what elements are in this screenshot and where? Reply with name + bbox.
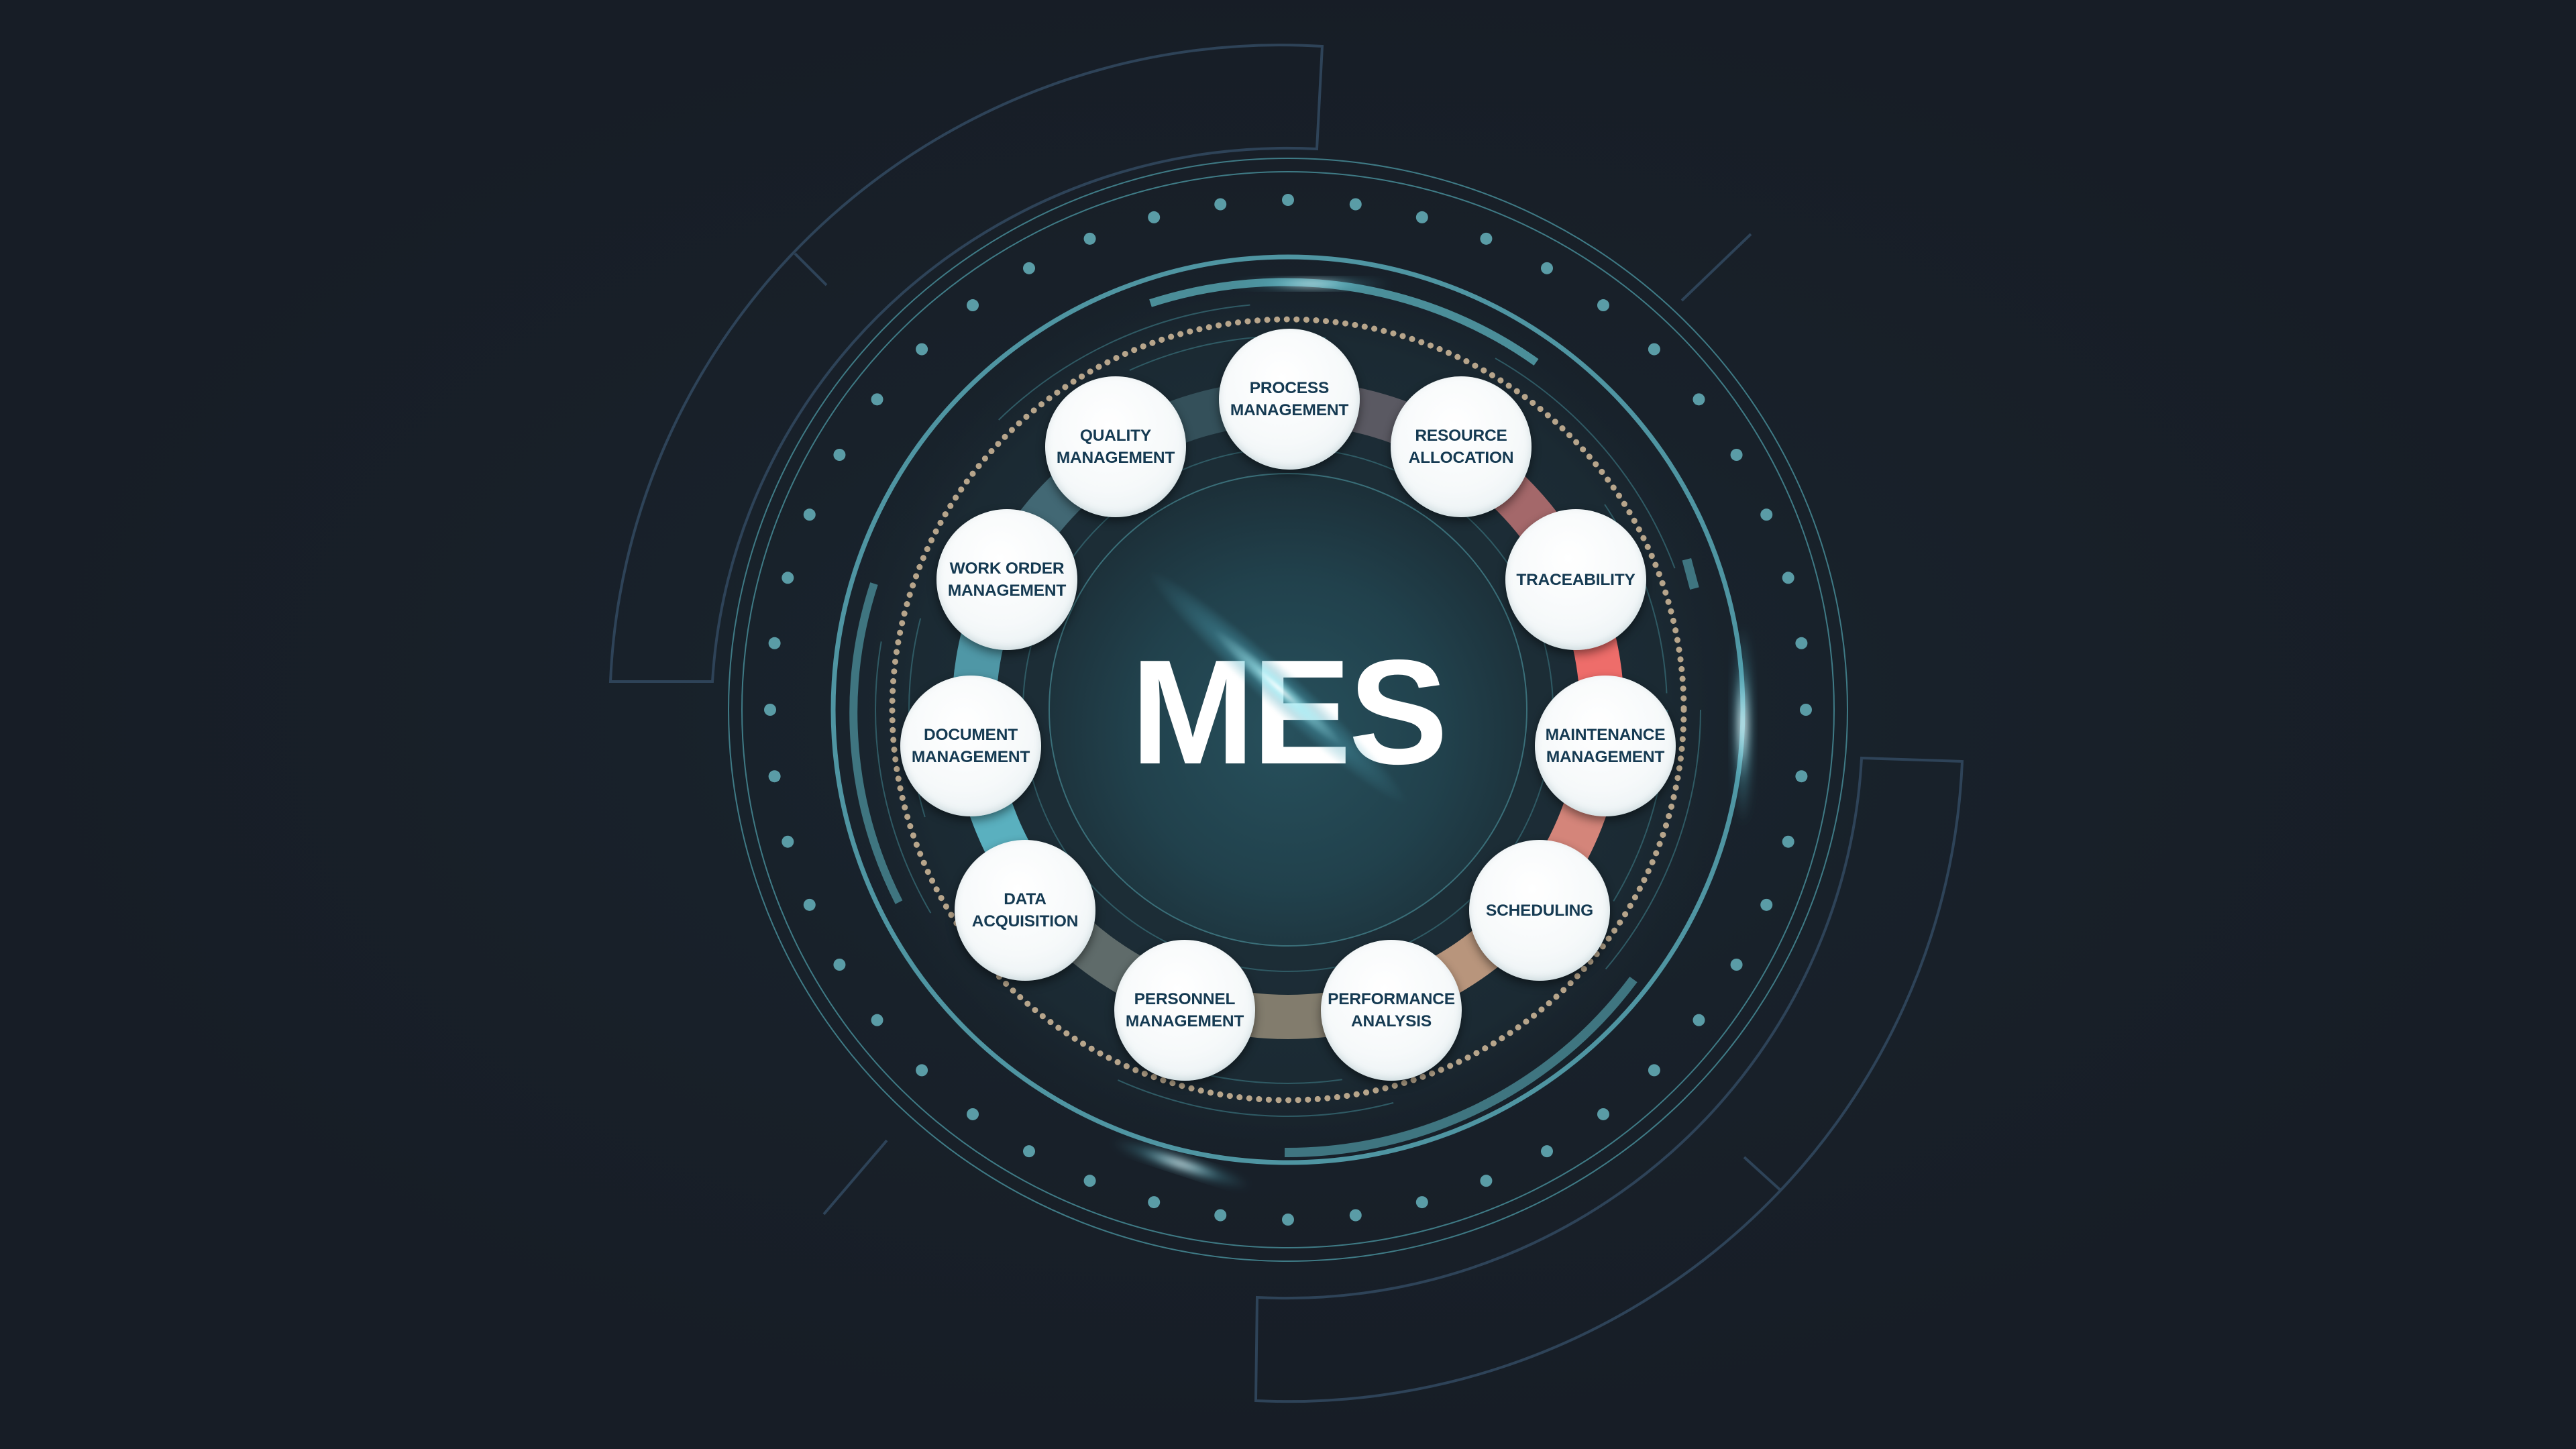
module-label: WORK ORDER MANAGEMENT: [947, 559, 1067, 600]
teal-dot: [1782, 572, 1794, 584]
module-label: DATA ACQUISITION: [971, 890, 1079, 930]
teal-dot: [1349, 1209, 1362, 1222]
teal-dot: [916, 1064, 928, 1077]
module-label: PERFORMANCE ANALYSIS: [1328, 990, 1455, 1030]
teal-dot: [1693, 393, 1705, 406]
teal-dot: [1480, 1175, 1493, 1187]
accent-arc-top-glow: [1231, 277, 1392, 290]
teal-dot: [1148, 1196, 1161, 1209]
module-label: PERSONNEL MANAGEMENT: [1125, 990, 1244, 1030]
accent-tick-right: [1682, 557, 1699, 590]
module-node-resource-allocation[interactable]: RESOURCE ALLOCATION: [1391, 376, 1532, 517]
teal-dot: [1800, 704, 1812, 716]
teal-dot: [1083, 1175, 1096, 1187]
teal-dot: [1541, 1145, 1553, 1158]
teal-dot: [1730, 449, 1743, 461]
teal-dot: [1795, 637, 1808, 649]
teal-dot: [1023, 1145, 1035, 1158]
teal-dot: [833, 449, 846, 461]
teal-dot: [1760, 508, 1773, 521]
teal-dot: [1541, 262, 1553, 274]
ring-glow-bottom: [1110, 1139, 1251, 1189]
teal-dot: [1282, 1214, 1294, 1226]
teal-dot: [1083, 232, 1096, 245]
module-node-maintenance-management[interactable]: MAINTENANCE MANAGEMENT: [1535, 676, 1676, 816]
accent-arc-left: [849, 582, 903, 904]
ring-glow-right: [1731, 624, 1755, 825]
thin-ring-dotted-outer: [875, 303, 1701, 1117]
teal-dot: [768, 637, 781, 649]
teal-dot: [1349, 198, 1362, 211]
module-label: SCHEDULING: [1486, 901, 1593, 920]
module-node-work-order-management[interactable]: WORK ORDER MANAGEMENT: [936, 509, 1077, 650]
module-node-personnel-management[interactable]: PERSONNEL MANAGEMENT: [1114, 940, 1255, 1081]
module-node-document-management[interactable]: DOCUMENT MANAGEMENT: [900, 676, 1041, 816]
teal-dot: [1023, 262, 1035, 274]
outer-bracket-top-left: [608, 44, 1324, 683]
teal-dot: [782, 572, 794, 584]
teal-dot: [1214, 198, 1227, 211]
teal-dot: [782, 835, 794, 848]
teal-dot: [1648, 1064, 1660, 1077]
mes-title: MES: [1130, 629, 1448, 796]
teal-dot: [1415, 211, 1428, 223]
accent-arc-bottom-right: [1284, 976, 1638, 1158]
teal-dot: [1597, 1108, 1609, 1120]
teal-dot: [1648, 343, 1660, 356]
bracket-tick-top-left: [794, 252, 828, 286]
teal-dot: [1214, 1209, 1227, 1222]
teal-dot: [803, 508, 816, 521]
teal-dot: [1693, 1014, 1705, 1026]
teal-dot: [871, 1014, 883, 1026]
teal-dot: [1730, 959, 1743, 971]
teal-dot: [871, 393, 883, 406]
teal-dot: [768, 770, 781, 783]
teal-dot: [803, 898, 816, 911]
module-node-performance-analysis[interactable]: PERFORMANCE ANALYSIS: [1321, 940, 1462, 1081]
inner-thin-ring-1: [1049, 473, 1527, 947]
module-node-process-management[interactable]: PROCESS MANAGEMENT: [1219, 329, 1360, 470]
module-node-quality-management[interactable]: QUALITY MANAGEMENT: [1045, 376, 1186, 517]
teal-dot: [764, 704, 776, 716]
module-node-data-acquisition[interactable]: DATA ACQUISITION: [955, 840, 1095, 981]
teal-dot: [1282, 194, 1294, 206]
teal-dot: [1597, 299, 1609, 312]
teal-dot-ring: [764, 194, 1812, 1226]
teal-dot: [1795, 770, 1808, 783]
teal-dot: [1415, 1196, 1428, 1209]
teal-dot: [967, 299, 979, 312]
module-label: DOCUMENT MANAGEMENT: [911, 726, 1030, 766]
module-node-traceability[interactable]: TRACEABILITY: [1505, 509, 1646, 650]
teal-dot: [1760, 898, 1773, 911]
thin-ring-inner: [741, 171, 1835, 1248]
module-label: TRACEABILITY: [1516, 570, 1635, 589]
module-label: QUALITY MANAGEMENT: [1056, 427, 1175, 467]
outer-bracket-bottom-right: [1254, 756, 1964, 1403]
teal-dot: [1480, 232, 1493, 245]
teal-dot: [1782, 835, 1794, 848]
module-label: MAINTENANCE MANAGEMENT: [1545, 726, 1666, 766]
diagonal-line-top-right: [1680, 233, 1752, 302]
module-label: PROCESS MANAGEMENT: [1230, 379, 1349, 419]
teal-dot: [833, 959, 846, 971]
teal-dot: [916, 343, 928, 356]
bracket-tick-bottom-right: [1743, 1156, 1782, 1192]
teal-dot: [967, 1108, 979, 1120]
thin-ring-outer: [728, 158, 1848, 1262]
dotted-ring: [889, 316, 1687, 1104]
module-label: RESOURCE ALLOCATION: [1408, 427, 1514, 467]
module-node-scheduling[interactable]: SCHEDULING: [1469, 840, 1610, 981]
diagonal-line-bottom-left: [822, 1139, 888, 1216]
teal-dot: [1148, 211, 1161, 223]
